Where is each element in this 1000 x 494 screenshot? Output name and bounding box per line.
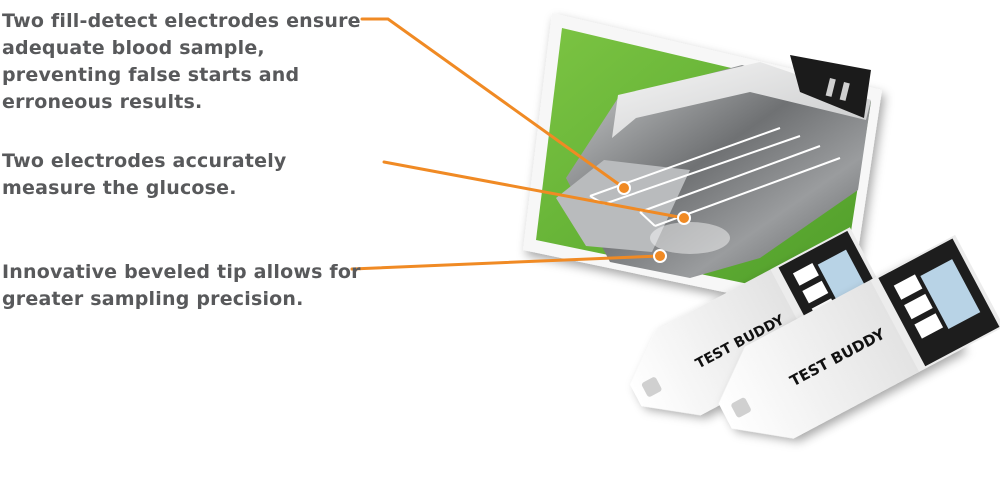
leader-line-3 [350,254,662,271]
leader-lines [350,17,686,271]
leader-dots [617,181,691,263]
leader-dot-3 [653,249,667,263]
leader-line-1 [360,17,626,190]
magnified-strip [556,55,871,278]
callout-beveled-tip: Innovative beveled tip allows for greate… [2,261,361,310]
callout-measuring-electrodes: Two electrodes accurately measure the gl… [2,150,287,199]
leader-dot-1 [617,181,631,195]
leader-line-2 [382,160,686,220]
leader-dot-2 [677,211,691,225]
callout-fill-detect-electrodes: Two fill-detect electrodes ensure adequa… [2,10,361,113]
test-strip-2: TEST BUDDY [718,234,1000,439]
